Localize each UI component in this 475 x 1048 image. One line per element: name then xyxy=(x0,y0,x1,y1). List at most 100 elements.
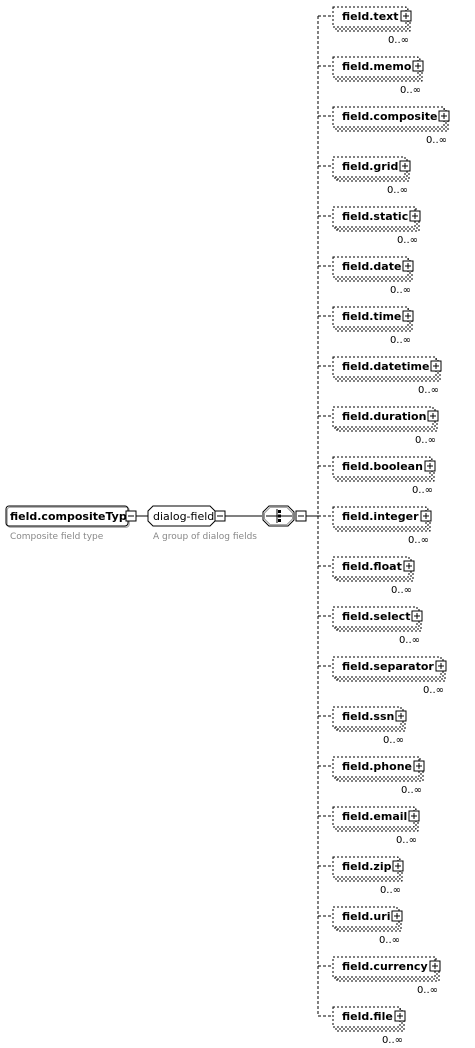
cardinality-label: 0..∞ xyxy=(390,285,411,296)
expand-button[interactable] xyxy=(408,810,420,822)
expand-button[interactable] xyxy=(394,1010,406,1022)
expand-button[interactable] xyxy=(420,510,432,522)
compositor-collapse-button[interactable] xyxy=(295,510,307,522)
child-element-label: field.duration xyxy=(342,410,426,423)
child-element-field-composite[interactable]: field.composite 0..∞ xyxy=(318,106,450,146)
element-box xyxy=(332,856,399,878)
root-element-node[interactable]: field.compositeType xyxy=(5,505,134,528)
plus-box-icon xyxy=(406,563,412,569)
plus-box-icon xyxy=(397,1013,403,1019)
child-element-field-email[interactable]: field.email 0..∞ xyxy=(318,806,420,846)
plus-box-icon xyxy=(433,363,439,369)
child-element-label: field.currency xyxy=(342,960,428,973)
expand-button[interactable] xyxy=(427,410,439,422)
child-element-field-currency[interactable]: field.currency 0..∞ xyxy=(318,956,441,996)
element-box xyxy=(332,506,427,528)
plus-box-icon xyxy=(415,63,421,69)
plus-box-icon xyxy=(398,713,404,719)
expand-button[interactable] xyxy=(424,460,436,472)
plus-box-icon xyxy=(394,913,400,919)
child-element-label: field.grid xyxy=(342,160,398,173)
sequence-compositor[interactable] xyxy=(262,505,295,527)
cardinality-label: 0..∞ xyxy=(400,85,421,96)
child-element-label: field.integer xyxy=(342,510,419,523)
element-box xyxy=(332,56,419,78)
cardinality-label: 0..∞ xyxy=(408,535,429,546)
expand-button[interactable] xyxy=(400,10,412,22)
expand-button[interactable] xyxy=(413,760,425,772)
expand-button[interactable] xyxy=(403,560,415,572)
child-element-field-grid[interactable]: field.grid 0..∞ xyxy=(318,156,411,196)
child-element-label: field.email xyxy=(342,810,407,823)
child-element-label: field.ssn xyxy=(342,710,394,723)
expand-button[interactable] xyxy=(411,610,423,622)
expand-button[interactable] xyxy=(435,660,447,672)
plus-box-icon xyxy=(411,813,417,819)
child-element-label: field.separator xyxy=(342,660,434,673)
cardinality-label: 0..∞ xyxy=(391,585,412,596)
cardinality-label: 0..∞ xyxy=(417,985,438,996)
child-element-field-memo[interactable]: field.memo 0..∞ xyxy=(318,56,424,96)
child-element-label: field.phone xyxy=(342,760,412,773)
child-element-label: field.zip xyxy=(342,860,392,873)
root-element-label: field.compositeType xyxy=(10,510,134,523)
expand-button[interactable] xyxy=(402,310,414,322)
cardinality-label: 0..∞ xyxy=(423,685,444,696)
root-annotation: Composite field type xyxy=(10,532,104,542)
child-element-label: field.select xyxy=(342,610,410,623)
cardinality-label: 0..∞ xyxy=(387,185,408,196)
plus-box-icon xyxy=(395,863,401,869)
child-element-field-date[interactable]: field.date 0..∞ xyxy=(318,256,414,296)
child-element-label: field.memo xyxy=(342,60,412,73)
cardinality-label: 0..∞ xyxy=(379,935,400,946)
child-element-label: field.uri xyxy=(342,910,390,923)
expand-button[interactable] xyxy=(429,960,441,972)
child-element-label: field.composite xyxy=(342,110,437,123)
cardinality-label: 0..∞ xyxy=(396,835,417,846)
child-element-field-zip[interactable]: field.zip 0..∞ xyxy=(318,856,404,896)
plus-box-icon xyxy=(402,163,408,169)
cardinality-label: 0..∞ xyxy=(397,235,418,246)
cardinality-label: 0..∞ xyxy=(426,135,447,146)
element-box xyxy=(332,456,431,478)
expand-button[interactable] xyxy=(392,860,404,872)
expand-button[interactable] xyxy=(430,360,442,372)
cardinality-label: 0..∞ xyxy=(415,435,436,446)
child-element-label: field.date xyxy=(342,260,401,273)
expand-button[interactable] xyxy=(391,910,403,922)
element-box xyxy=(332,806,415,828)
child-element-field-uri[interactable]: field.uri 0..∞ xyxy=(318,906,403,946)
expand-button[interactable] xyxy=(412,60,424,72)
root-collapse-button[interactable] xyxy=(125,510,137,522)
group-node[interactable]: dialog-fields xyxy=(147,505,220,527)
expand-button[interactable] xyxy=(399,160,411,172)
plus-box-icon xyxy=(405,313,411,319)
cardinality-label: 0..∞ xyxy=(418,385,439,396)
plus-box-icon xyxy=(432,963,438,969)
child-element-field-duration[interactable]: field.duration 0..∞ xyxy=(318,406,439,446)
expand-button[interactable] xyxy=(409,210,421,222)
child-element-field-integer[interactable]: field.integer 0..∞ xyxy=(318,506,432,546)
child-element-label: field.boolean xyxy=(342,460,423,473)
child-element-field-separator[interactable]: field.separator 0..∞ xyxy=(318,656,447,696)
expand-button[interactable] xyxy=(438,110,450,122)
plus-box-icon xyxy=(414,613,420,619)
child-elements: field.text0..∞field.memo0..∞field.compos… xyxy=(318,6,450,1046)
plus-box-icon xyxy=(412,213,418,219)
cardinality-label: 0..∞ xyxy=(380,885,401,896)
expand-button[interactable] xyxy=(402,260,414,272)
group-collapse-button[interactable] xyxy=(214,510,226,522)
expand-button[interactable] xyxy=(395,710,407,722)
group-label: dialog-fields xyxy=(153,510,220,523)
